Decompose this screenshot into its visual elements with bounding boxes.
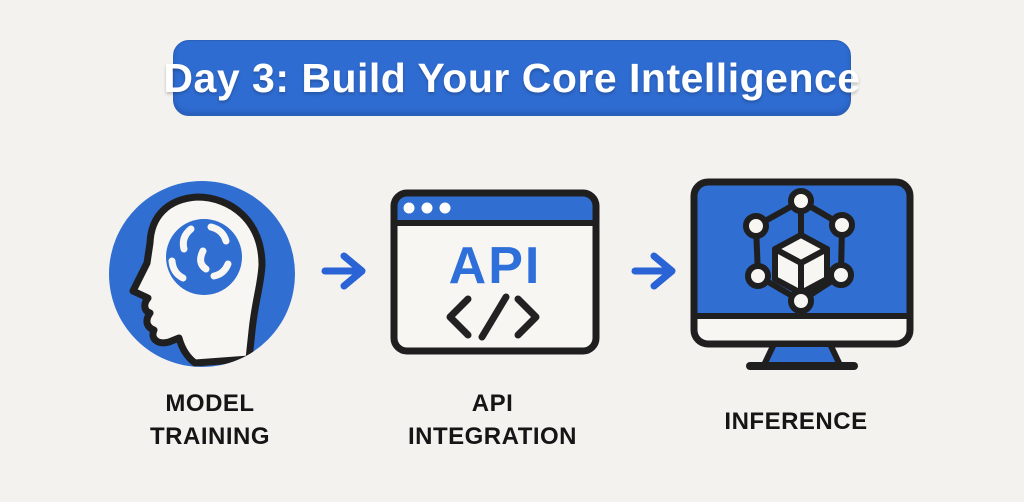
flow-arrow-1 [320, 251, 370, 291]
step-label-line: API [471, 390, 514, 417]
step-label-inference: INFERENCE [676, 405, 916, 438]
window-body [394, 193, 596, 351]
step-label-model-training: MODEL TRAINING [100, 387, 320, 453]
right-arrow-icon [321, 252, 366, 290]
window-border [390, 189, 600, 355]
title-banner: Day 3: Build Your Core Intelligence [163, 40, 860, 116]
code-chevrons-icon [446, 293, 540, 341]
step-label-line: INFERENCE [724, 408, 868, 435]
api-label: API [449, 237, 542, 295]
brain-squiggles [168, 223, 232, 282]
monitor-base [746, 362, 858, 370]
window-title-bar [394, 193, 596, 223]
step-label-line: INTEGRATION [407, 423, 578, 450]
head-brain-icon [109, 181, 295, 367]
monitor-network-cube-icon [690, 178, 914, 370]
monitor-stand [761, 341, 843, 368]
flow-arrow-2 [630, 251, 680, 291]
page-title: Day 3: Build Your Core Intelligence [163, 54, 861, 101]
step-label-line: TRAINING [150, 423, 270, 450]
network-nodes [743, 188, 855, 314]
api-integration-step: API [390, 189, 600, 355]
model-training-step [109, 181, 295, 367]
step-label-api-integration: API INTEGRATION [370, 387, 615, 453]
api-browser-window-icon: API [390, 189, 600, 355]
cube-icon [772, 232, 830, 296]
right-arrow-icon [631, 252, 676, 290]
inference-step [690, 178, 914, 373]
step-label-line: MODEL [165, 390, 255, 417]
window-control-dots-icon [403, 202, 451, 214]
